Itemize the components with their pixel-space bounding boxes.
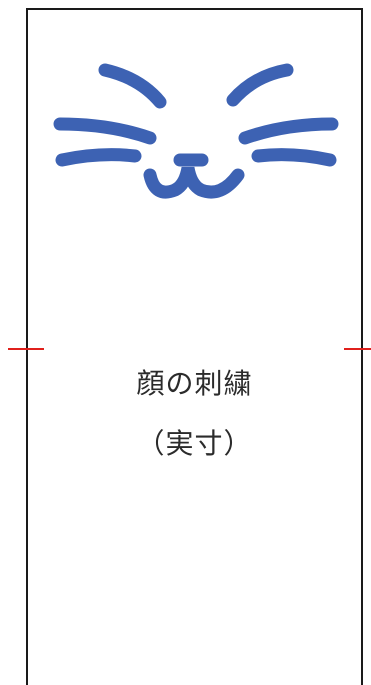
left-whisker-upper-stitch (53, 117, 157, 145)
right-whisker-lower-stitch (251, 148, 337, 167)
right-eyebrow-stitch (226, 63, 294, 107)
registration-mark-right (344, 348, 371, 350)
cat-face-embroidery-icon (53, 63, 339, 199)
right-whisker-upper-stitch (238, 117, 339, 145)
caption-subtitle: （実寸） (136, 427, 253, 460)
mouth-stitch (143, 166, 245, 199)
left-eyebrow-stitch (98, 63, 167, 109)
registration-mark-left (8, 348, 44, 350)
left-whisker-lower-stitch (55, 148, 142, 167)
caption-title: 顔の刺繍 (136, 367, 253, 400)
